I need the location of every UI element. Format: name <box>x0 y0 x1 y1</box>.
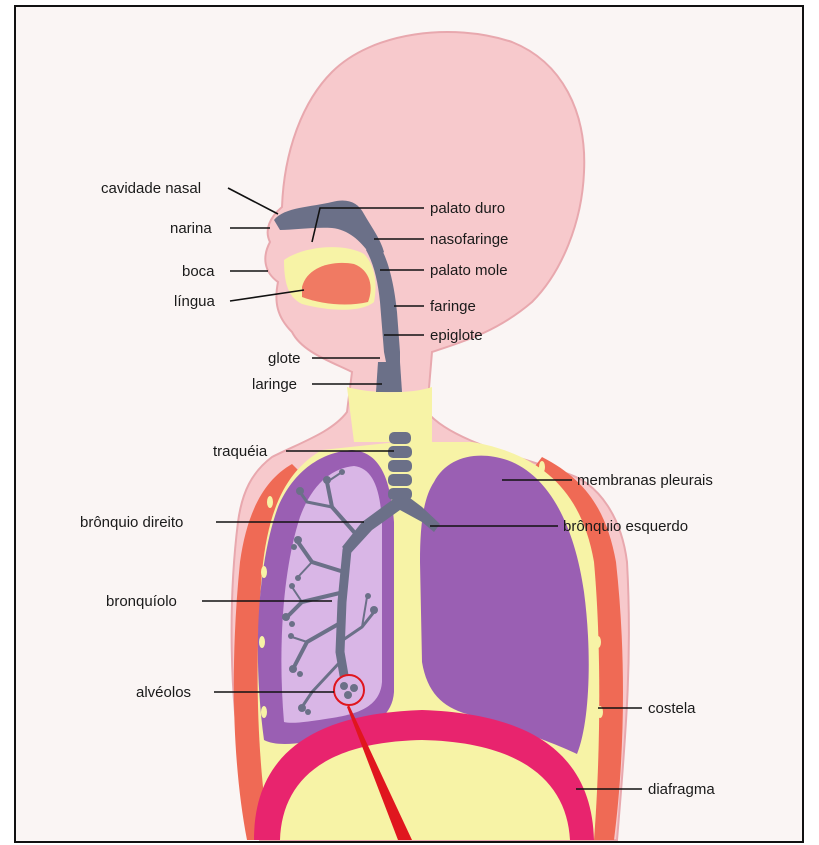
larynx <box>376 362 402 392</box>
label-glote: glote <box>268 350 301 367</box>
diagram-frame: cavidade nasal narina boca língua glote … <box>14 5 804 843</box>
label-alveolos: alvéolos <box>136 684 191 701</box>
label-bronquiolo: bronquíolo <box>106 593 177 610</box>
label-membranas-pleurais: membranas pleurais <box>577 472 713 489</box>
label-bronquio-esquerdo: brônquio esquerdo <box>563 518 688 535</box>
label-traqueia: traquéia <box>213 443 268 460</box>
label-narina: narina <box>170 220 212 237</box>
label-palato-mole: palato mole <box>430 262 508 279</box>
label-costela: costela <box>648 700 696 717</box>
label-faringe: faringe <box>430 298 476 315</box>
label-epiglote: epiglote <box>430 327 483 344</box>
neck-tissue <box>347 387 432 442</box>
label-laringe: laringe <box>252 376 297 393</box>
label-nasofaringe: nasofaringe <box>430 231 508 248</box>
label-bronquio-direito: brônquio direito <box>80 514 183 531</box>
alveoli-highlight <box>334 675 364 705</box>
label-diafragma: diafragma <box>648 781 715 798</box>
label-cavidade-nasal: cavidade nasal <box>101 180 201 197</box>
trachea <box>388 432 412 500</box>
label-palato-duro: palato duro <box>430 200 505 217</box>
label-lingua: língua <box>174 293 216 310</box>
label-boca: boca <box>182 263 215 280</box>
respiratory-system-diagram: cavidade nasal narina boca língua glote … <box>16 7 804 843</box>
